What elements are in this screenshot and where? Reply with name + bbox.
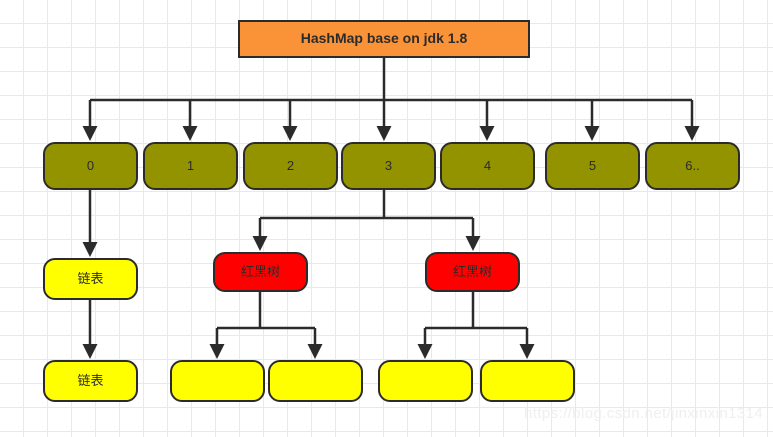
bucket-node-1[interactable]: 1 [143, 142, 238, 190]
linked-list-node-2[interactable]: 链表 [43, 360, 138, 402]
linked-list-node-2-label: 链表 [77, 372, 104, 388]
linked-list-node-1[interactable]: 链表 [43, 258, 138, 300]
tree-leaf-node-0[interactable] [170, 360, 265, 402]
bucket-node-2[interactable]: 2 [243, 142, 338, 190]
bucket-node-4[interactable]: 4 [440, 142, 535, 190]
bucket-node-5-label: 5 [588, 157, 597, 173]
title-node-label: HashMap base on jdk 1.8 [300, 30, 468, 47]
bucket-node-6-label: 6.. [685, 157, 700, 173]
bucket-node-1-label: 1 [186, 157, 195, 173]
bucket-node-3[interactable]: 3 [341, 142, 436, 190]
red-black-tree-node-right-label: 红黑树 [452, 263, 492, 279]
tree-leaf-node-1[interactable] [268, 360, 363, 402]
red-black-tree-node-left[interactable]: 红黑树 [213, 252, 308, 292]
bucket-node-5[interactable]: 5 [545, 142, 640, 190]
tree-leaf-node-3[interactable] [480, 360, 575, 402]
linked-list-node-1-label: 链表 [77, 270, 104, 286]
bucket-node-3-label: 3 [384, 157, 393, 173]
red-black-tree-node-left-label: 红黑树 [240, 263, 280, 279]
tree-leaf-node-2[interactable] [378, 360, 473, 402]
bucket-node-0[interactable]: 0 [43, 142, 138, 190]
bucket-node-2-label: 2 [286, 157, 295, 173]
title-node[interactable]: HashMap base on jdk 1.8 [238, 20, 530, 58]
watermark-text: https://blog.csdn.net/jinxinxin1314 [524, 405, 764, 422]
red-black-tree-node-right[interactable]: 红黑树 [425, 252, 520, 292]
bucket-node-4-label: 4 [483, 157, 492, 173]
bucket-node-6[interactable]: 6.. [645, 142, 740, 190]
bucket-node-0-label: 0 [86, 157, 95, 173]
